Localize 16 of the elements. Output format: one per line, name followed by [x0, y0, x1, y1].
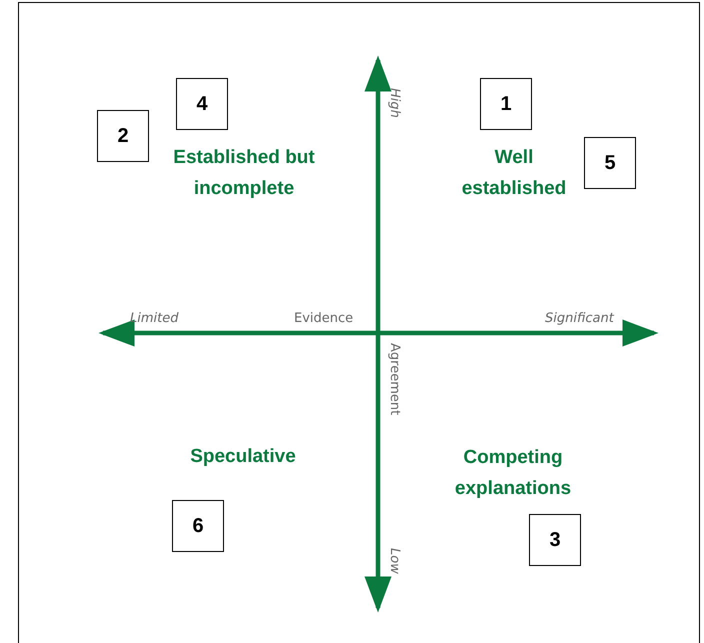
- quadrant-title: Competing explanations: [454, 446, 572, 501]
- axis-label: Significant: [545, 311, 614, 326]
- axis-title: Evidence: [294, 311, 354, 326]
- axis-title: Agreement: [387, 343, 402, 416]
- callout-number: 2: [97, 110, 149, 162]
- quadrant-title: Established but incomplete: [172, 146, 316, 201]
- axis-label: High: [387, 88, 402, 118]
- axis-label: Limited: [130, 311, 178, 326]
- quadrant-title: Well established: [460, 146, 568, 201]
- quadrant-title: Speculative: [189, 445, 297, 469]
- callout-number: 4: [176, 78, 228, 130]
- axis-label: Low: [387, 548, 402, 574]
- callout-number: 1: [480, 78, 532, 130]
- callout-number: 3: [529, 514, 581, 566]
- callout-number: 6: [172, 500, 224, 552]
- callout-number: 5: [584, 137, 636, 189]
